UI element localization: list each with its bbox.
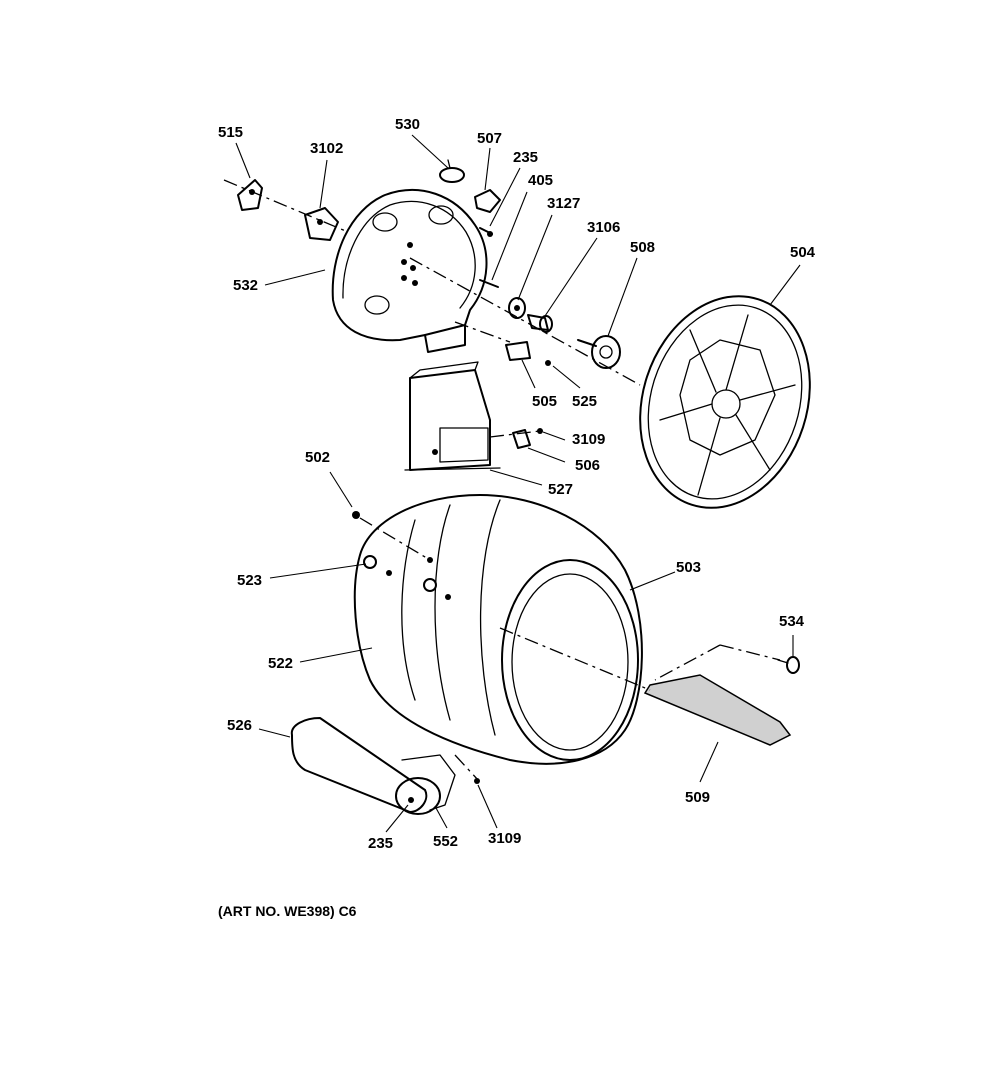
drum-back-504 <box>639 295 811 509</box>
callout-labels: 515 3102 530 507 235 405 3127 3106 508 5… <box>218 116 816 852</box>
callout-506: 506 <box>575 457 600 474</box>
callout-523: 523 <box>237 572 262 589</box>
fuse-507 <box>474 189 501 213</box>
callout-527: 527 <box>548 481 573 498</box>
callout-526: 526 <box>227 717 252 734</box>
screw-235-top <box>479 227 493 237</box>
baffle-509 <box>643 674 792 746</box>
callout-505: 505 <box>532 393 557 410</box>
rear-bulkhead <box>331 188 488 353</box>
callout-532: 532 <box>233 277 258 294</box>
callout-3127: 3127 <box>547 195 580 212</box>
heater-526 <box>290 717 480 815</box>
thermostat-530 <box>439 159 465 183</box>
callout-525: 525 <box>572 393 597 410</box>
bearing-3127 <box>508 297 526 319</box>
callout-530: 530 <box>395 116 420 133</box>
callout-509: 509 <box>685 789 710 806</box>
callout-504: 504 <box>790 244 816 261</box>
callout-507: 507 <box>477 130 502 147</box>
screw-534 <box>777 656 800 674</box>
callout-3109-bottom: 3109 <box>488 830 521 847</box>
callout-235-bottom: 235 <box>368 835 393 852</box>
callout-503: 503 <box>676 559 701 576</box>
callout-552: 552 <box>433 833 458 850</box>
callout-522: 522 <box>268 655 293 672</box>
callout-508: 508 <box>630 239 655 256</box>
callout-534: 534 <box>779 613 805 630</box>
art-number-caption: (ART NO. WE398) C6 <box>218 903 357 919</box>
assembly-lines <box>223 179 781 781</box>
callout-235-top: 235 <box>513 149 538 166</box>
shaft-508 <box>577 335 621 369</box>
duct-527 <box>404 361 501 471</box>
screw-502 <box>352 511 360 519</box>
bearing-3106 <box>527 314 553 333</box>
leader-lines <box>235 134 801 833</box>
callout-3102: 3102 <box>310 140 343 157</box>
drum-503 <box>353 494 643 765</box>
callout-405: 405 <box>528 172 553 189</box>
bracket-505 <box>505 341 551 366</box>
callout-3106: 3106 <box>587 219 620 236</box>
callout-515: 515 <box>218 124 243 141</box>
callout-3109-mid: 3109 <box>572 431 605 448</box>
screw-405 <box>479 279 499 288</box>
bracket-3102 <box>304 207 339 241</box>
bracket-506 <box>512 428 543 449</box>
callout-502: 502 <box>305 449 330 466</box>
